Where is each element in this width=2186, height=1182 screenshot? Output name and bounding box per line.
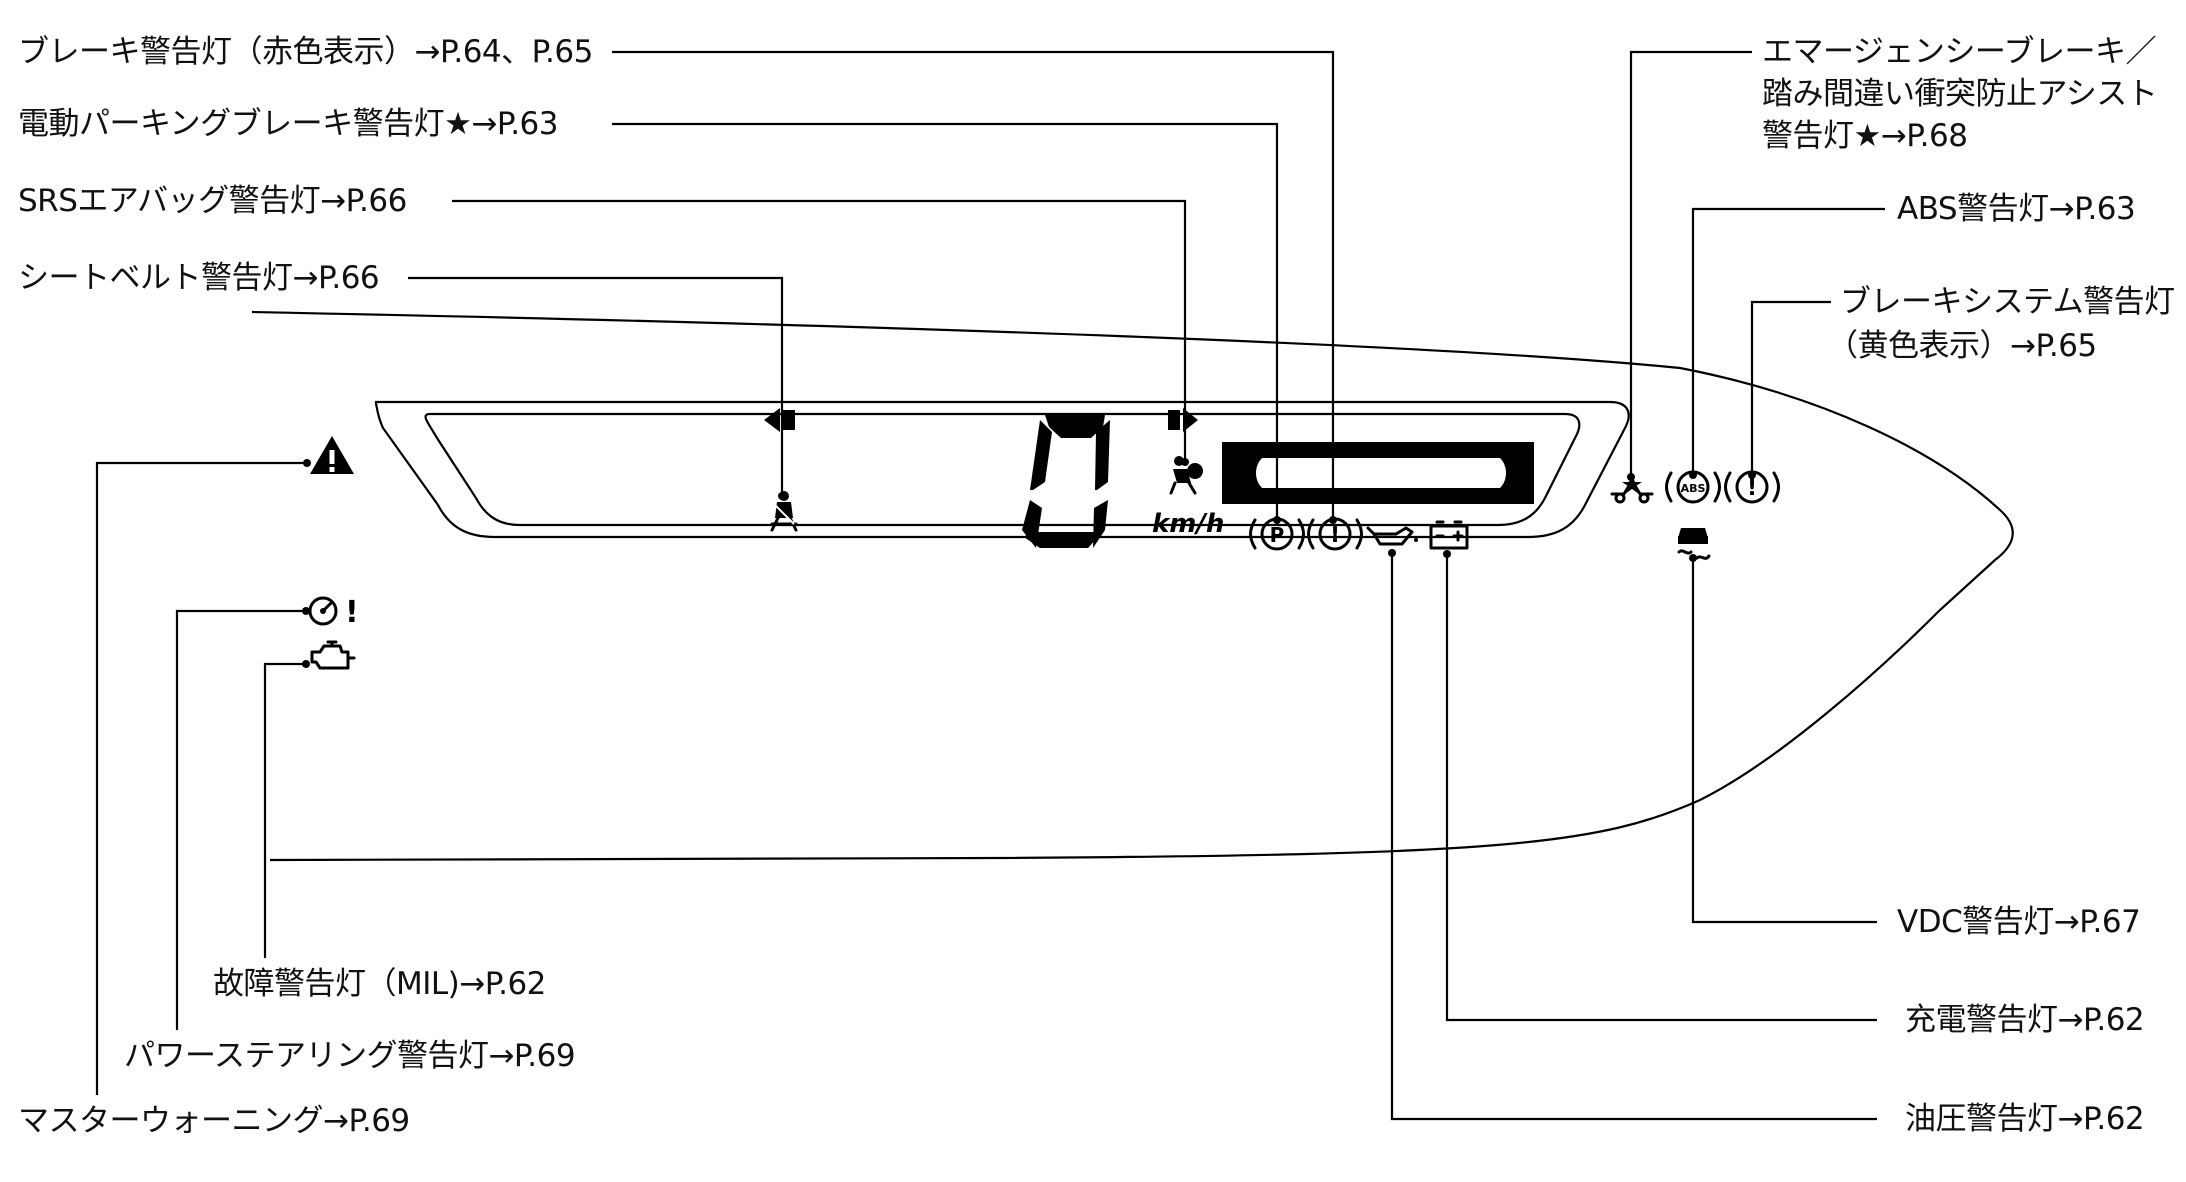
dashboard-outline: [251, 310, 2014, 862]
label-brake-red: ブレーキ警告灯（赤色表示）→P.64、P.65: [18, 34, 593, 70]
label-emergency-line2: 踏み間違い衝突防止アシスト: [1762, 76, 2158, 112]
label-vdc: VDC警告灯→P.67: [1897, 904, 2141, 940]
svg-text:!: !: [1747, 476, 1757, 501]
label-emergency-line1: エマージェンシーブレーキ／: [1762, 34, 2157, 70]
label-power-steering: パワーステアリング警告灯→P.69: [124, 1038, 576, 1074]
leader-brake-red: [612, 50, 1335, 520]
svg-text:P: P: [1270, 523, 1285, 547]
leader-lines: [95, 50, 1885, 1121]
airbag-icon: [1169, 456, 1203, 495]
speed-unit: km/h: [1152, 509, 1224, 539]
label-seatbelt: シートベルト警告灯→P.66: [18, 260, 380, 296]
label-mil: 故障警告灯（MIL)→P.62: [213, 966, 546, 1002]
master-warning-icon: [310, 436, 354, 474]
leader-epb: [612, 122, 1279, 520]
leader-brake-yellow: [1750, 300, 1831, 475]
oil-can-icon: [1366, 526, 1418, 546]
leader-oil: [1390, 553, 1877, 1121]
battery-icon: [1429, 520, 1469, 550]
label-oil: 油圧警告灯→P.62: [1905, 1101, 2145, 1137]
turn-right-arrow-icon: [1168, 408, 1198, 432]
label-srs: SRSエアバッグ警告灯→P.66: [18, 183, 407, 219]
leader-power-steering: [175, 609, 306, 1030]
label-master-warning: マスターウォーニング→P.69: [18, 1103, 410, 1139]
label-emergency-line3: 警告灯★→P.68: [1762, 118, 1968, 154]
svg-text:ABS: ABS: [1681, 482, 1706, 495]
leader-charge: [1445, 554, 1877, 1022]
leader-mil: [263, 662, 306, 958]
leader-vdc: [1691, 558, 1877, 924]
svg-text:!: !: [345, 595, 359, 630]
leader-emergency: [1629, 50, 1752, 477]
leader-master: [95, 461, 307, 1095]
fuel-bar: [1222, 442, 1534, 504]
label-epb: 電動パーキングブレーキ警告灯★→P.63: [18, 106, 559, 142]
power-steering-icon: !: [308, 595, 359, 630]
leader-seatbelt: [408, 276, 784, 496]
leader-abs: [1691, 207, 1885, 475]
emergency-brake-icon: [1610, 474, 1654, 504]
leader-srs: [452, 199, 1187, 462]
label-charge: 充電警告灯→P.62: [1905, 1002, 2145, 1038]
check-engine-icon: [310, 640, 356, 670]
brake-warning-icon: !: [1307, 517, 1363, 551]
label-brake-yellow-line2: （黄色表示）→P.65: [1827, 328, 2097, 364]
vdc-skid-icon: [1677, 528, 1711, 560]
label-abs: ABS警告灯→P.63: [1897, 191, 2136, 227]
svg-text:!: !: [1330, 523, 1340, 548]
label-brake-yellow-line1: ブレーキシステム警告灯: [1840, 284, 2175, 320]
turn-left-arrow-icon: [764, 408, 795, 432]
speed-digit: [1022, 415, 1110, 548]
